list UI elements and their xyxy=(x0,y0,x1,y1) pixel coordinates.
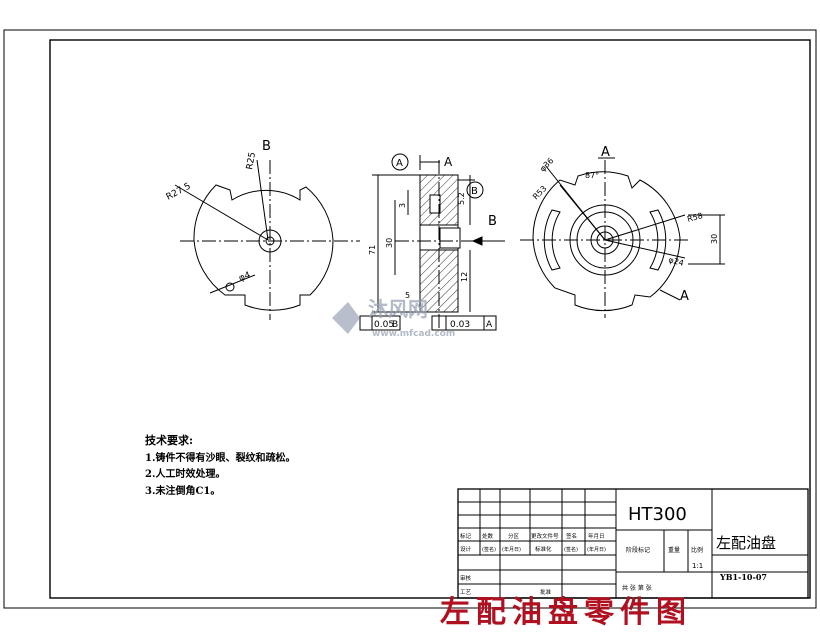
left-view xyxy=(174,159,360,320)
hdr: (年月日) xyxy=(587,546,606,553)
drawing-no: YB1-10-07 xyxy=(719,572,767,582)
tech-item: 1.铸件不得有沙眼、裂纹和疏松。 xyxy=(145,451,295,464)
right-dim-30: 30 xyxy=(710,234,719,244)
hdr: (年月日) xyxy=(502,546,521,553)
left-outline xyxy=(193,184,334,311)
scale-label: 比例 xyxy=(691,546,703,554)
inner-border xyxy=(49,39,811,599)
section-dim-3: 3 xyxy=(398,203,407,208)
hdr: 年月日 xyxy=(588,532,605,540)
tech-requirements: 技术要求: 1.铸件不得有沙眼、裂纹和疏松。 2.人工时效处理。 3.未注倒角C… xyxy=(145,433,295,497)
section-view xyxy=(359,153,505,331)
title-block-text: HT300 左配油盘 YB1-10-07 1:1 阶段标记 重量 比例 共 张 … xyxy=(460,504,776,596)
section-label-a-circle: A xyxy=(396,158,403,169)
stage-label: 阶段标记 xyxy=(626,546,650,554)
section-dim-5: 5 xyxy=(405,291,410,300)
right-label-a-top: A xyxy=(601,145,610,160)
hdr: 更改文件号 xyxy=(531,532,559,540)
left-dim-r275: R27.5 xyxy=(165,181,193,202)
sheet-label: 共 张 第 张 xyxy=(622,584,652,592)
right-label-a-bottom: A xyxy=(680,289,689,304)
hdr: 标准化 xyxy=(535,545,552,553)
hdr: (签名) xyxy=(482,546,496,553)
right-dim-phi24: φ24 xyxy=(667,255,684,268)
hdr: (签名) xyxy=(564,546,578,553)
left-dim-phi4: φ4 xyxy=(238,270,253,283)
right-dim-angle: 87° xyxy=(585,171,599,180)
material: HT300 xyxy=(628,504,687,525)
scale-value: 1:1 xyxy=(692,562,703,570)
tol-b-value: 0.03 xyxy=(450,320,470,330)
right-dim-r53: R53 xyxy=(531,184,549,202)
tol-a-value: 0.05 xyxy=(374,320,394,330)
right-view xyxy=(520,157,725,318)
weight-label: 重量 xyxy=(668,546,680,554)
right-dim-r58: R58 xyxy=(686,211,704,224)
watermark: 沐风网 www.mfcad.com xyxy=(332,297,455,339)
tech-item: 2.人工时效处理。 xyxy=(145,467,225,480)
left-dim-r25: R25 xyxy=(245,151,258,170)
outer-border xyxy=(3,29,817,609)
tech-title: 技术要求: xyxy=(145,433,193,447)
section-label-b-circle: B xyxy=(471,186,478,197)
right-outline xyxy=(532,171,681,312)
section-label-a-top: A xyxy=(444,155,453,169)
right-dim-phi36: φ36 xyxy=(538,156,555,173)
section-label-b-arrow: B xyxy=(488,214,497,229)
hdr: 签名 xyxy=(566,532,577,540)
hdr: 标记 xyxy=(460,532,472,540)
process-label: 工艺 xyxy=(460,589,472,596)
title-block xyxy=(457,488,809,599)
approve-label: 批准 xyxy=(540,588,552,596)
part-name: 左配油盘 xyxy=(716,534,776,552)
section-dim-12: 12 xyxy=(460,272,469,282)
left-label-b: B xyxy=(262,139,271,154)
tol-b-ref: A xyxy=(486,320,493,330)
review-label: 审核 xyxy=(460,574,472,582)
banner-title: 左配油盘零件图 xyxy=(440,595,692,630)
hdr: 分区 xyxy=(508,532,520,540)
watermark-brand: 沐风网 xyxy=(368,297,428,321)
hdr: 设计 xyxy=(460,545,472,553)
tech-item: 3.未注倒角C1。 xyxy=(145,484,220,497)
section-dim-71: 71 xyxy=(368,245,377,255)
section-dim-52: 5.2 xyxy=(457,192,466,205)
watermark-url: www.mfcad.com xyxy=(372,329,455,339)
section-dim-30: 30 xyxy=(385,238,394,248)
hdr: 处数 xyxy=(482,532,494,540)
tol-a-ref: B xyxy=(392,320,398,330)
